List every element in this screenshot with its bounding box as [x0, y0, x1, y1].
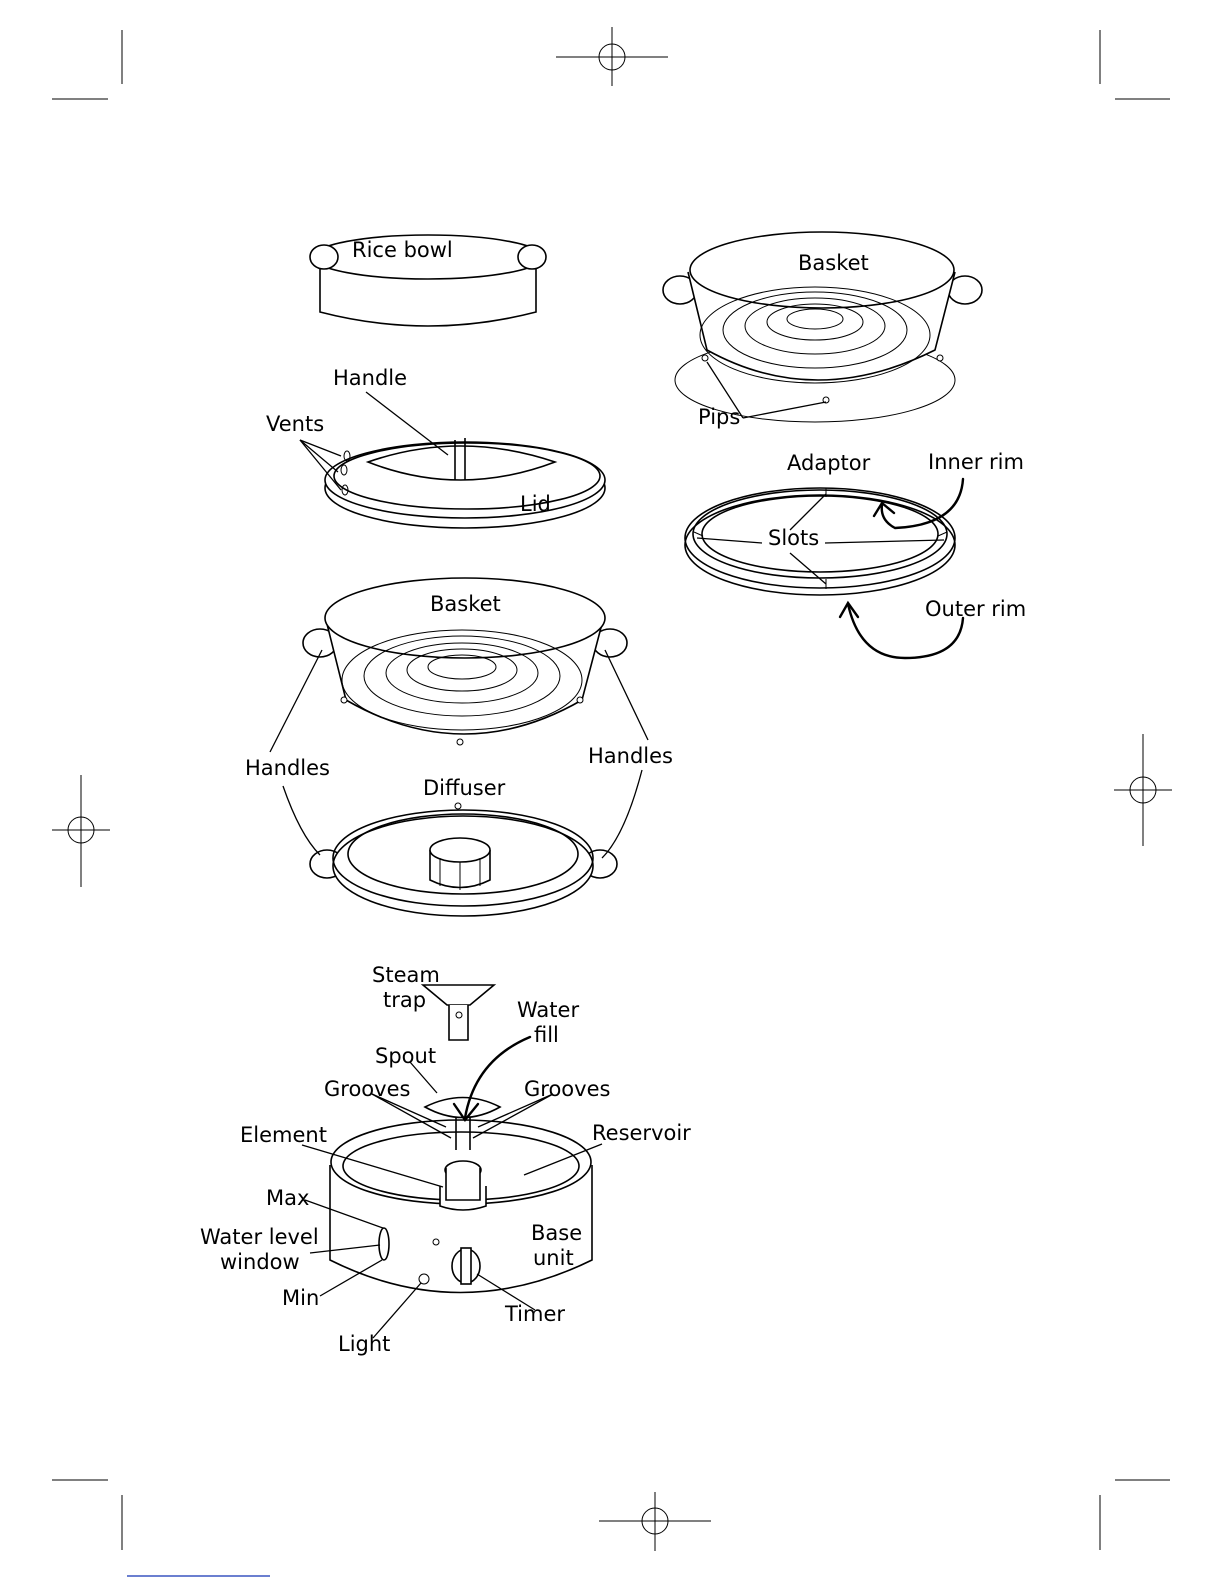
registration-mark-top — [556, 27, 668, 86]
label-grooves-left: Grooves — [324, 1077, 410, 1101]
label-grooves-right: Grooves — [524, 1077, 610, 1101]
label-water-fill-line1: Water — [517, 998, 579, 1022]
label-steam-trap-line1: Steam — [372, 963, 440, 987]
label-base-unit-line2: unit — [533, 1246, 574, 1270]
label-steam-trap-line2: trap — [383, 988, 426, 1012]
label-water-level-line1: Water level — [200, 1225, 319, 1249]
steam-trap — [423, 985, 494, 1040]
label-pips: Pips — [698, 405, 740, 429]
label-vents: Vents — [266, 412, 324, 436]
label-timer: Timer — [504, 1302, 565, 1326]
registration-mark-right — [1114, 734, 1172, 846]
registration-mark-bottom — [599, 1492, 711, 1551]
label-outer-rim: Outer rim — [925, 597, 1026, 621]
label-max: Max — [266, 1186, 309, 1210]
label-light: Light — [338, 1332, 390, 1356]
label-min: Min — [282, 1286, 319, 1310]
label-diffuser: Diffuser — [423, 776, 506, 800]
registration-mark-left — [52, 775, 110, 887]
lid — [325, 438, 605, 528]
label-slots: Slots — [768, 526, 819, 550]
label-rice-bowl: Rice bowl — [352, 238, 453, 262]
label-water-level-line2: window — [220, 1250, 300, 1274]
label-basket-top: Basket — [798, 251, 869, 275]
diffuser — [310, 803, 617, 916]
label-handles-right: Handles — [588, 744, 673, 768]
label-reservoir: Reservoir — [592, 1121, 691, 1145]
label-handle: Handle — [333, 366, 407, 390]
label-adaptor: Adaptor — [787, 451, 871, 475]
label-water-fill-line2: fill — [534, 1023, 559, 1047]
crop-marks — [52, 30, 1170, 1550]
label-basket-middle: Basket — [430, 592, 501, 616]
label-inner-rim: Inner rim — [928, 450, 1024, 474]
label-element: Element — [240, 1123, 327, 1147]
label-spout: Spout — [375, 1044, 436, 1068]
labels: Rice bowl Handle Vents Lid Basket Pips A… — [200, 238, 1026, 1356]
label-lid: Lid — [520, 492, 551, 516]
label-handles-left: Handles — [245, 756, 330, 780]
curved-arrows — [454, 479, 963, 1120]
label-base-unit-line1: Base — [531, 1221, 582, 1245]
